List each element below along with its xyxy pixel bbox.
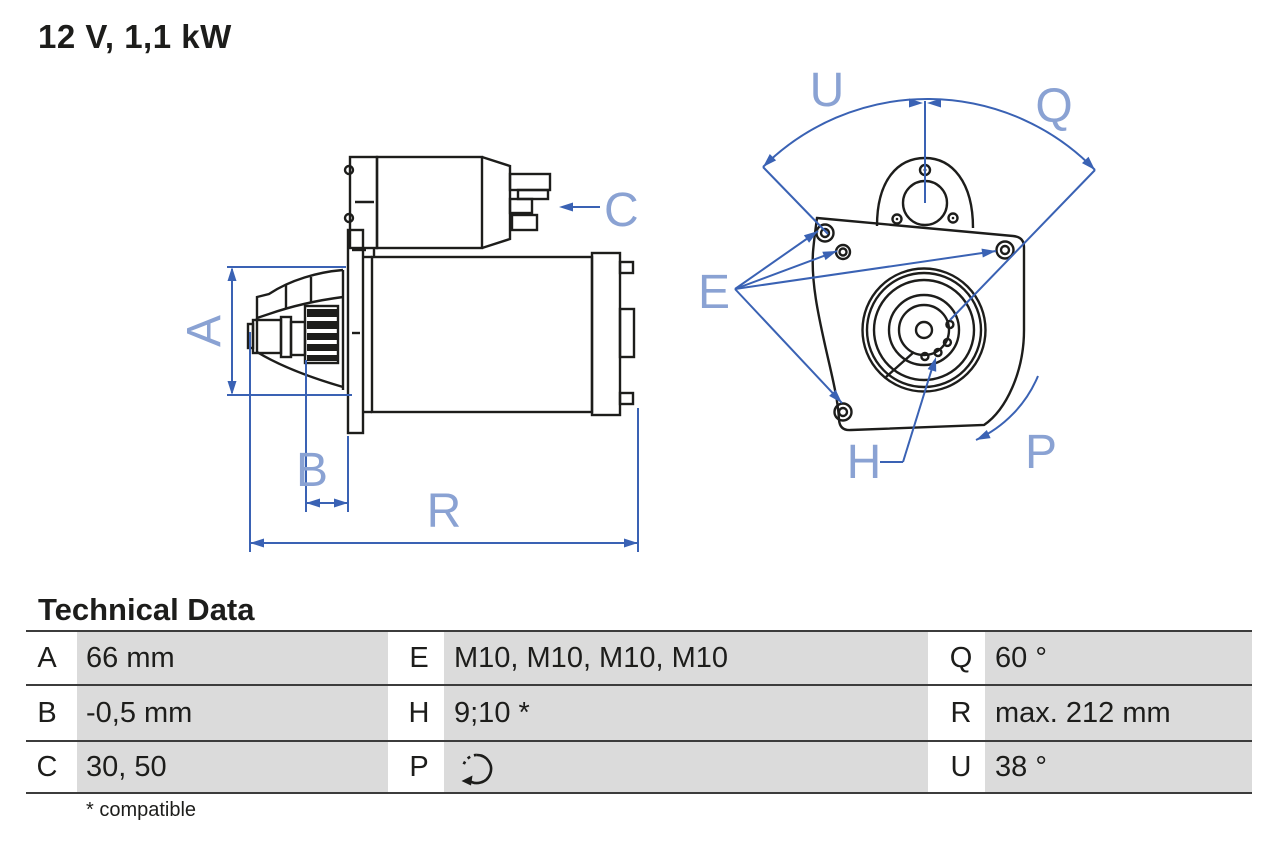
dimension-B: B [296, 360, 349, 512]
dim-label-Q: Q [1035, 80, 1072, 133]
table-key-C: C [36, 751, 58, 783]
table-rule [26, 792, 1252, 794]
table-rule [26, 684, 1252, 686]
dimension-H: H [847, 357, 937, 489]
table-key-H: H [408, 697, 430, 729]
dimension-P: P [975, 375, 1057, 479]
table-value-Q: 60 ° [995, 642, 1047, 674]
page-title: 12 V, 1,1 kW [38, 18, 232, 55]
dimension-E: E [698, 230, 997, 404]
value-cell-Q [985, 632, 1252, 684]
table-key-B: B [37, 697, 57, 729]
table-key-Q: Q [949, 642, 973, 674]
dim-label-U: U [810, 64, 845, 117]
dim-label-P: P [1025, 426, 1057, 479]
table-title: Technical Data [38, 592, 255, 627]
motor-body [363, 248, 636, 417]
table-footnote: * compatible [86, 799, 197, 821]
dim-label-C: C [604, 184, 639, 237]
mounting-flange-side [346, 228, 366, 435]
dimension-C: C [559, 184, 639, 237]
table-value-C: 30, 50 [86, 751, 167, 783]
table-key-U: U [950, 751, 972, 783]
table-value-B: -0,5 mm [86, 697, 193, 729]
rotation-direction-icon [461, 753, 493, 786]
side-view: A B R [178, 155, 639, 552]
value-cell-C [77, 742, 388, 792]
value-cell-P [444, 742, 928, 792]
technical-drawing: A B R [178, 64, 1096, 552]
value-cell-H [444, 686, 928, 740]
value-cell-B [77, 686, 388, 740]
dimension-A: A [178, 266, 352, 396]
dim-label-R: R [427, 485, 462, 538]
table-key-R: R [950, 697, 972, 729]
front-view: U Q E H [698, 64, 1096, 489]
value-cell-E [444, 632, 928, 684]
pinion-gear [303, 304, 340, 365]
solenoid-outline [343, 155, 512, 250]
dimension-U-Q-arc: U Q [762, 64, 1096, 321]
flange-plate [811, 156, 1026, 432]
table-key-A: A [37, 642, 57, 674]
solenoid-terminals [508, 172, 552, 232]
table-value-H: 9;10 * [454, 697, 530, 729]
dim-label-H: H [847, 436, 882, 489]
table-rule [26, 630, 1252, 632]
table-value-R: max. 212 mm [995, 697, 1171, 729]
table-value-E: M10, M10, M10, M10 [454, 642, 728, 674]
dim-label-A: A [178, 315, 231, 347]
table-key-E: E [409, 642, 429, 674]
table-rule [26, 740, 1252, 742]
table-value-U: 38 ° [995, 751, 1047, 783]
dimension-R: R [249, 332, 639, 552]
bearing-boss [861, 267, 987, 393]
value-cell-A [77, 632, 388, 684]
table-key-P: P [409, 751, 429, 783]
value-cell-R [985, 686, 1252, 740]
value-cell-U [985, 742, 1252, 792]
dim-label-B: B [296, 444, 328, 497]
drive-end-housing [246, 268, 345, 390]
table-value-A: 66 mm [86, 642, 175, 674]
dim-label-E: E [698, 266, 730, 319]
